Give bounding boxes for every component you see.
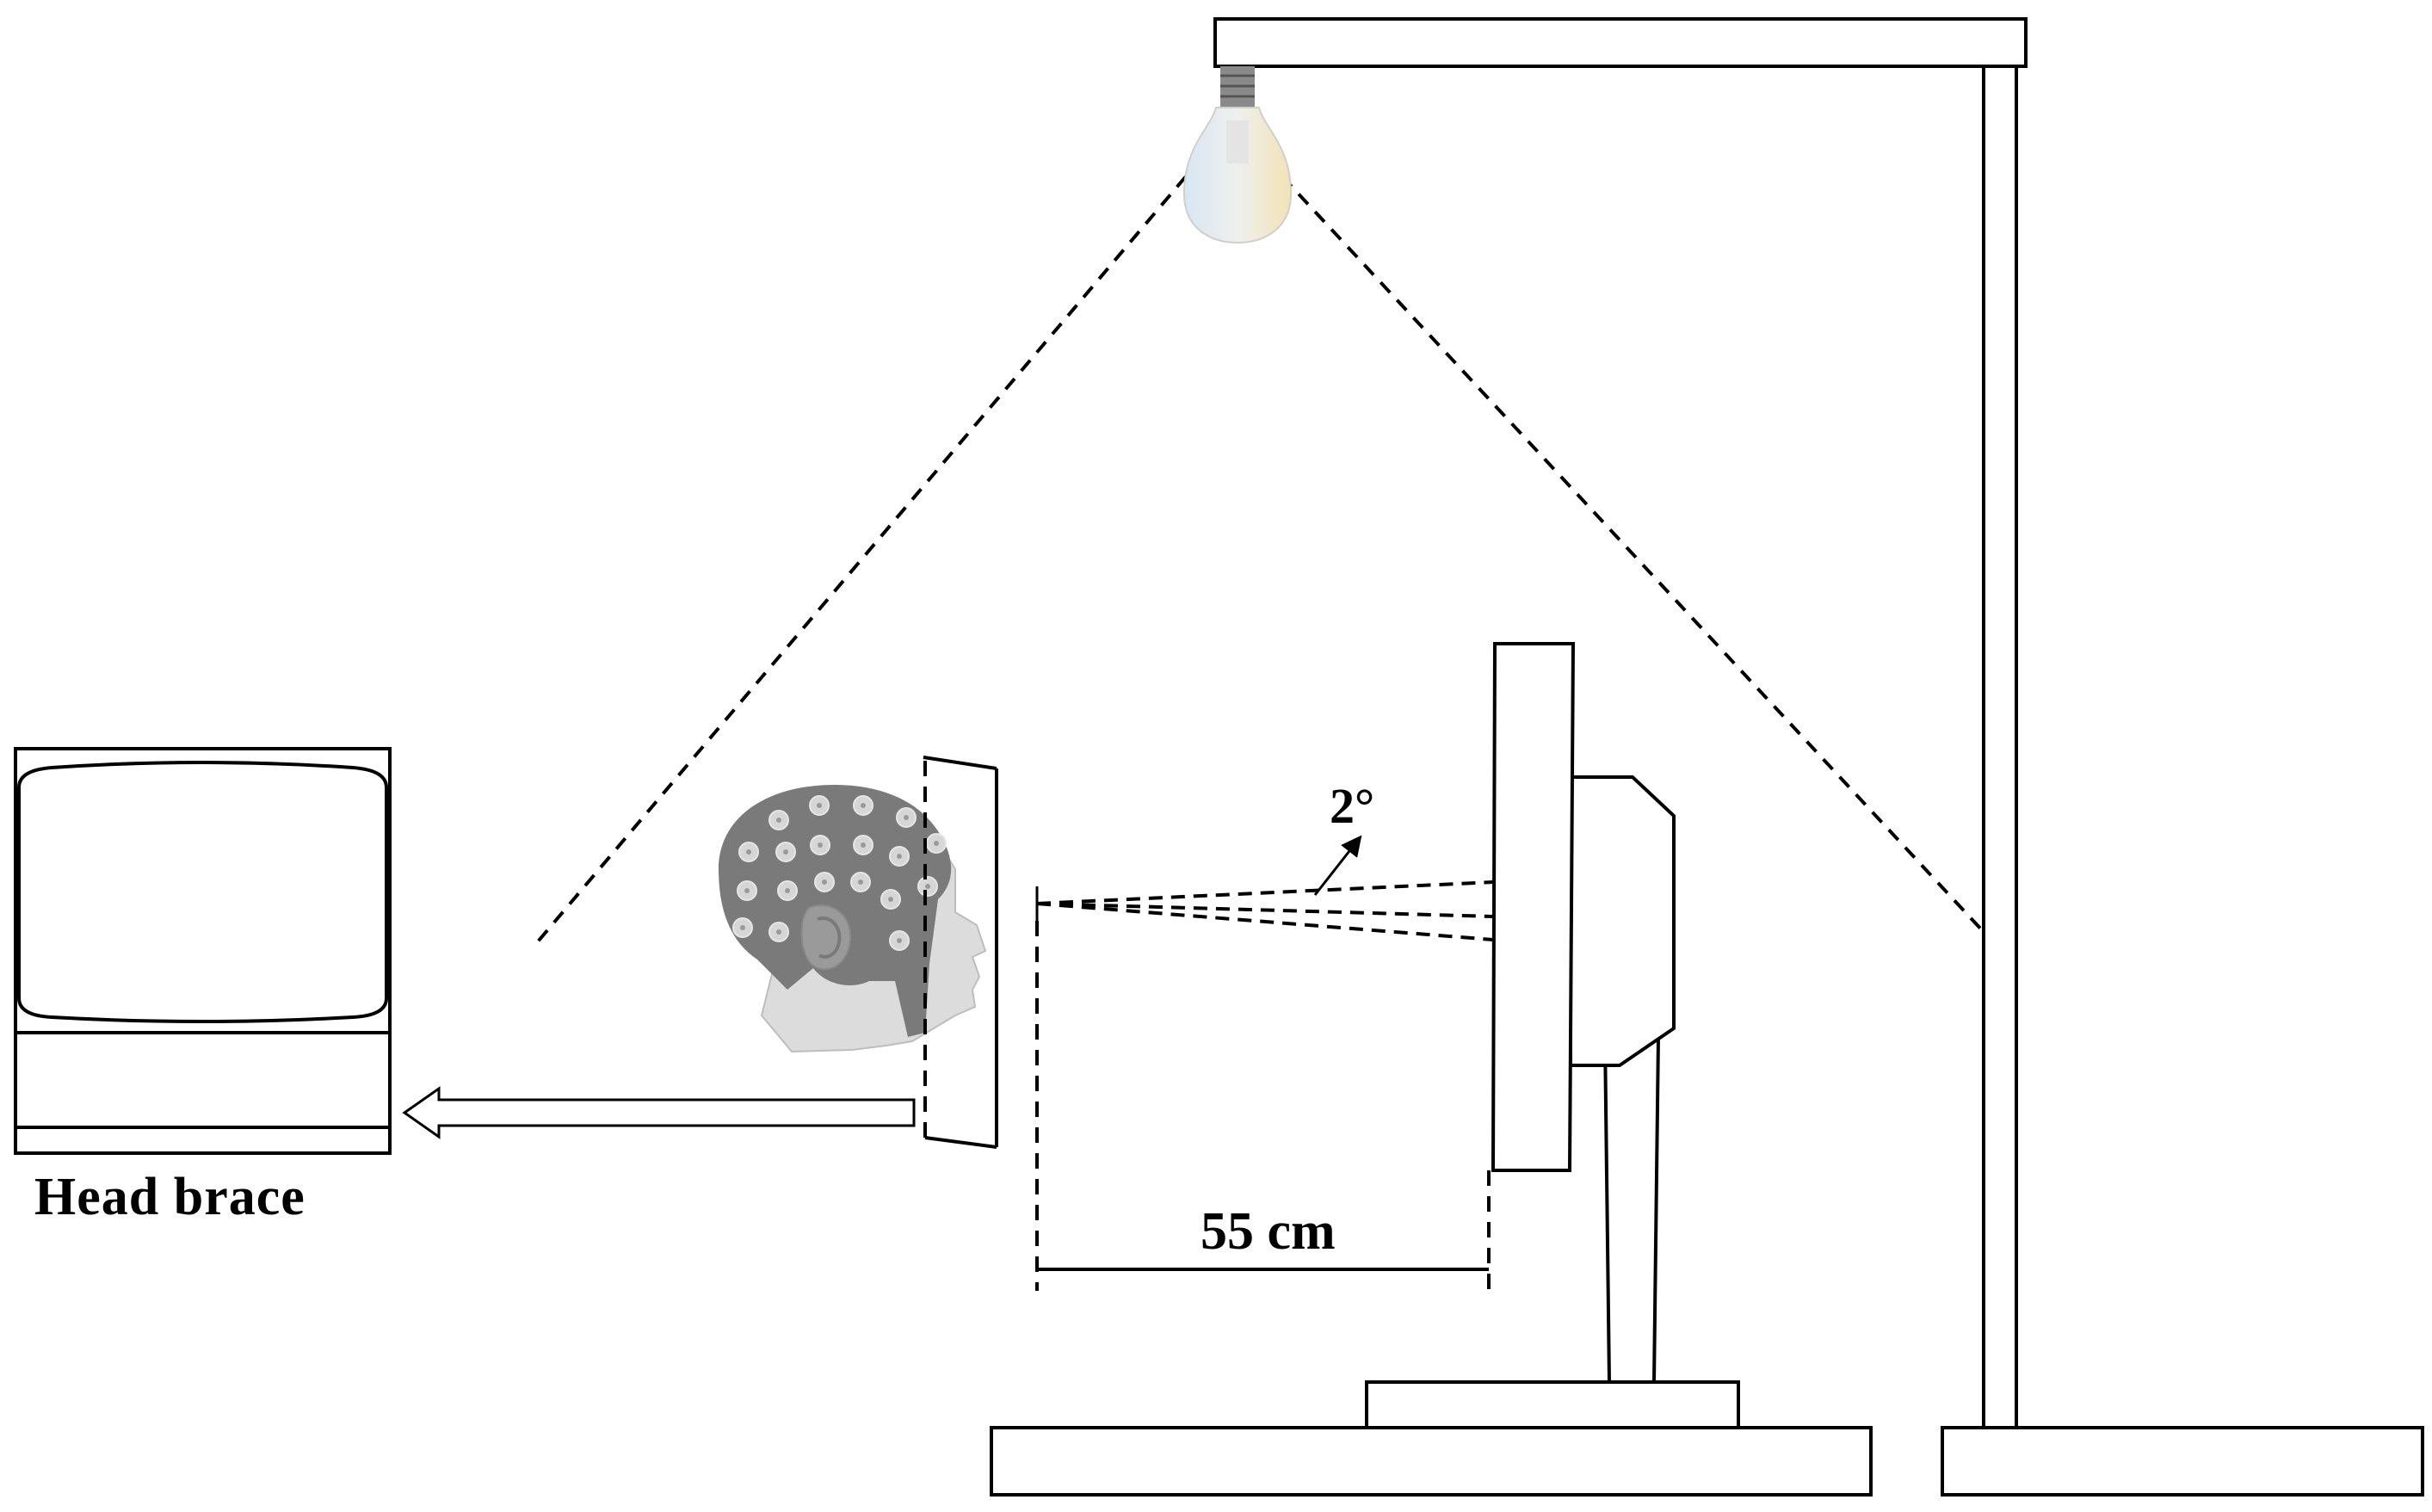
lamp-pole [1982,65,2018,1429]
chin-rest-frame [923,756,998,1149]
eeg-cap-head-icon [719,785,987,1053]
monitor-stand [1602,1035,1661,1384]
monitor [990,642,1873,1497]
head-brace-label: Head brace [34,1168,306,1226]
lamp-base [1941,1426,2424,1497]
head-brace [14,747,392,1155]
distance-measure [1035,921,1491,1291]
monitor-back [1569,775,1676,1067]
light-bulb-icon [1182,66,1293,244]
lamp-arm [1213,17,2028,68]
sight-lines [1036,880,1494,941]
monitor-screen [1491,642,1576,1172]
monitor-base [1365,1380,1740,1429]
lamp-stand [1213,17,2424,1497]
visual-angle-label: 2° [1330,778,1375,834]
arrow-to-head-brace [402,1086,916,1139]
distance-label: 55 cm [1201,1202,1336,1261]
angle-pointer [1313,835,1362,896]
light-cone [532,175,1985,948]
desk [990,1426,1873,1497]
